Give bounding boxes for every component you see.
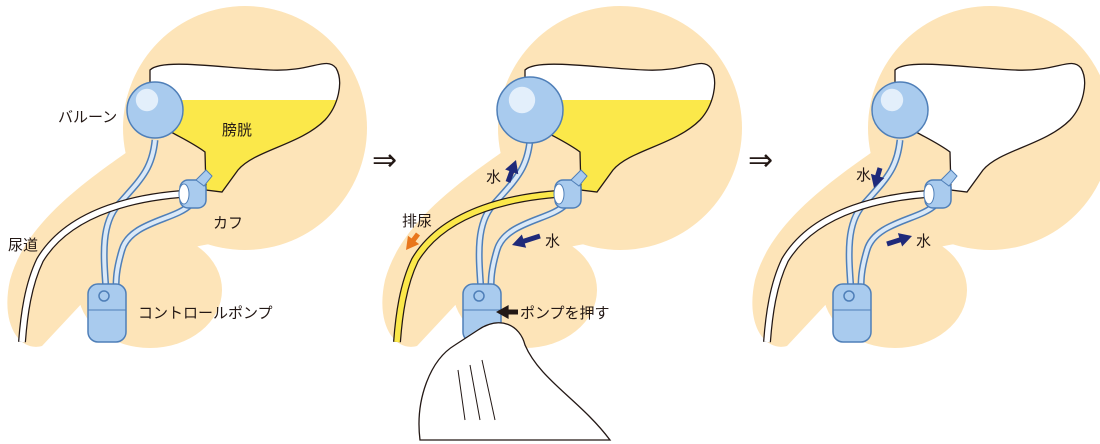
step-arrow-1: ⇒: [372, 143, 397, 178]
bladder-outline: [894, 62, 1086, 193]
balloon-highlight: [135, 88, 159, 112]
balloon-highlight: [508, 86, 536, 114]
label-water-up: 水: [486, 168, 501, 186]
balloon: [126, 81, 184, 139]
cuff-opening: [553, 183, 565, 205]
balloon: [871, 81, 929, 139]
urethra: [394, 190, 576, 343]
label-press-pump: ポンプを押す: [520, 304, 610, 322]
cuff-opening: [923, 183, 935, 205]
control-pump: [832, 283, 872, 343]
press-arrow-icon-head: [496, 305, 509, 319]
panel-3: [752, 6, 1100, 348]
cuff-tab: [195, 169, 213, 187]
pump-button: [98, 290, 110, 302]
bladder-outline: [524, 62, 716, 193]
hand: [418, 322, 612, 441]
cuff-tube: [489, 203, 567, 291]
control-pump: [87, 283, 127, 343]
water-up-arrow-icon-head: [505, 160, 519, 175]
label-urination: 排尿: [402, 212, 432, 230]
label-water-in: 水: [545, 232, 560, 250]
label-water-down: 水: [856, 166, 871, 184]
cuff-opening: [178, 183, 190, 205]
cuff-tube: [114, 203, 192, 291]
urination-arrow-icon-head: [406, 235, 420, 250]
cuff-tube: [859, 203, 937, 291]
bladder-outline: [149, 62, 341, 193]
label-water-out: 水: [916, 232, 931, 250]
water-down-arrow-icon-head: [870, 173, 885, 188]
water-out-arrow-icon-head: [897, 233, 912, 247]
panel-2: [382, 6, 742, 348]
balloon-highlight: [880, 88, 904, 112]
urethra: [764, 190, 946, 343]
water-in-arrow-icon-head: [512, 234, 527, 248]
bladder: [895, 63, 1085, 192]
hand-fingers: [457, 359, 496, 421]
label-cuff: カフ: [213, 214, 243, 232]
cuff-tab: [570, 169, 588, 187]
step-arrow-2: ⇒: [748, 143, 773, 178]
label-urethra: 尿道: [8, 236, 38, 254]
label-bladder: 膀胱: [222, 121, 252, 139]
panel-1: [7, 6, 367, 348]
label-control-pump: コントロールポンプ: [138, 304, 273, 322]
urethra: [19, 190, 201, 343]
pump-button: [473, 290, 485, 302]
pump-button: [843, 290, 855, 302]
label-balloon: バルーン: [58, 108, 117, 126]
cuff-tab: [940, 169, 958, 187]
